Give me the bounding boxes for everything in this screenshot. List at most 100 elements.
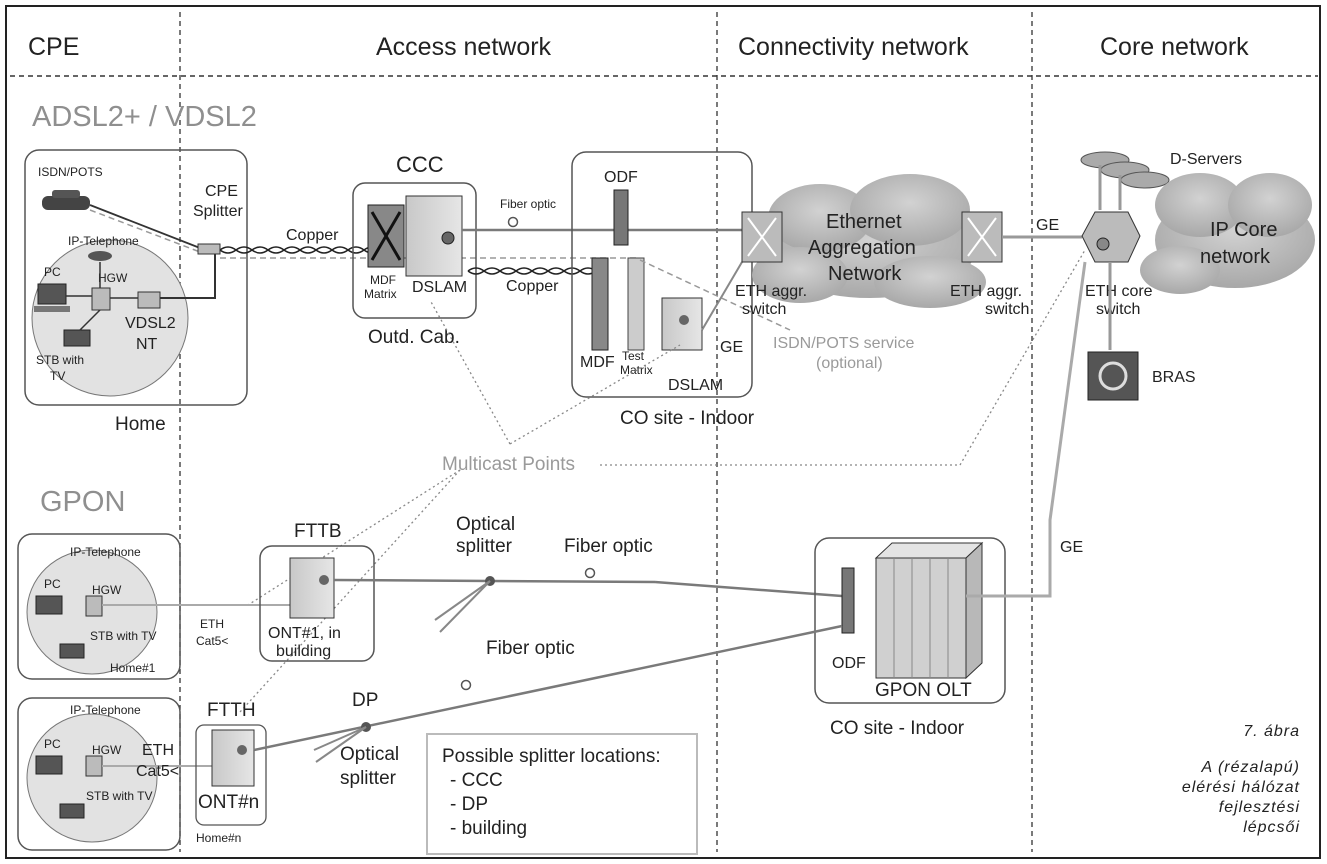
ccc-dslam-label: DSLAM xyxy=(412,279,467,296)
eth-core-label-1: ETH core xyxy=(1085,283,1153,300)
copper-label-2: Copper xyxy=(506,278,559,295)
ftth-box xyxy=(195,724,267,826)
ont1-label-1: ONT#1, in xyxy=(268,625,341,642)
zone-core: Core network xyxy=(1100,33,1249,61)
fttb-title: FTTB xyxy=(294,521,342,542)
copper-line-1 xyxy=(219,246,397,254)
odf-icon xyxy=(613,189,629,246)
stb-label-2: TV xyxy=(50,369,65,383)
gpon-home1-pc: PC xyxy=(44,577,61,591)
splitter-box-l1: - CCC xyxy=(450,770,503,791)
stb-tv-icon xyxy=(63,329,91,347)
ccc-mdf-label: MDF xyxy=(370,273,396,287)
co-dslam-icon xyxy=(661,297,703,351)
gpon-home1-pc-icon xyxy=(35,595,63,615)
splitter-box-l3: - building xyxy=(450,818,527,839)
splitter-locations-box xyxy=(426,733,698,855)
hgw-icon xyxy=(91,287,111,311)
gpon-home-n-hgw-icon xyxy=(85,755,103,777)
ip-phone-icon xyxy=(88,251,112,261)
co-site-label: CO site - Indoor xyxy=(620,408,755,429)
gpon-home-n-pc-icon xyxy=(35,755,63,775)
caption-l5: lépcsői xyxy=(1243,819,1300,836)
sw2-label-2: switch xyxy=(985,301,1029,318)
multicast-lines xyxy=(239,249,1086,713)
multicast-label: Multicast Points xyxy=(442,454,575,475)
vdsl2-label: VDSL2 xyxy=(125,315,176,332)
stb-label-1: STB with xyxy=(36,353,84,367)
ont1-label-2: building xyxy=(276,643,331,660)
sw2-label-1: ETH aggr. xyxy=(950,283,1022,300)
dp-title: DP xyxy=(352,690,378,711)
tech-adsl: ADSL2+ / VDSL2 xyxy=(32,101,257,133)
dp-l2: splitter xyxy=(340,768,397,789)
zone-connectivity: Connectivity network xyxy=(738,33,969,61)
co-dslam-label: DSLAM xyxy=(668,377,723,394)
eth-aggr-switch-1-icon xyxy=(741,211,783,263)
gpon-home-n-tv-icon xyxy=(59,803,85,819)
zone-access: Access network xyxy=(376,33,552,61)
pc-icon xyxy=(34,283,70,312)
gpon-home1-tv-icon xyxy=(59,643,85,659)
optical-splitter-1-l2: splitter xyxy=(456,536,513,557)
eth-aggr-switch-2-icon xyxy=(961,211,1003,263)
gpon-home1-eth: ETH xyxy=(200,617,224,631)
gpon-home1-hgw-icon xyxy=(85,595,103,617)
isdn-service-label-2: (optional) xyxy=(816,355,883,372)
eth-core-switch-icon xyxy=(1081,211,1141,263)
adsl-home-ellipse xyxy=(31,239,189,397)
outer-frame xyxy=(5,5,1321,859)
test-matrix-icon xyxy=(627,257,645,351)
ge-label-2: GE xyxy=(1036,217,1059,234)
gpon-home1-ip-tel: IP-Telephone xyxy=(70,545,141,559)
olt-odf-icon xyxy=(841,567,855,634)
gpon-olt-icon xyxy=(874,541,984,680)
pc-label: PC xyxy=(44,265,61,279)
fiber-optic-label-2: Fiber optic xyxy=(486,638,575,659)
gpon-home-n-pc: PC xyxy=(44,737,61,751)
nt-label: NT xyxy=(136,336,158,353)
tech-gpon: GPON xyxy=(40,486,125,518)
splitter-box-l2: - DP xyxy=(450,794,488,815)
adsl-home-box xyxy=(24,149,248,406)
co-mdf-label: MDF xyxy=(580,354,615,371)
ge-label-1: GE xyxy=(720,339,743,356)
gpon-co-label: CO site - Indoor xyxy=(830,718,965,739)
co-site-box xyxy=(571,151,753,398)
ccc-dslam-icon xyxy=(405,195,463,277)
gpon-olt-box xyxy=(814,537,1006,704)
ftth-title: FTTH xyxy=(207,700,256,721)
isdn-service-line xyxy=(639,259,791,331)
isdn-label: ISDN/POTS xyxy=(38,165,103,179)
gpon-olt-label: GPON OLT xyxy=(875,680,972,701)
isdn-service-label-1: ISDN/POTS service xyxy=(773,335,914,352)
sw1-label-1: ETH aggr. xyxy=(735,283,807,300)
sw1-label-2: switch xyxy=(742,301,786,318)
ip-core-text-1: IP Core xyxy=(1210,219,1277,241)
ccc-box xyxy=(352,182,477,319)
home-label: Home xyxy=(115,414,166,435)
splitter-box-title: Possible splitter locations: xyxy=(442,746,661,767)
gpon-home1-hgw: HGW xyxy=(92,583,122,597)
dp-l1: Optical xyxy=(340,744,399,765)
gpon-home1-cat: Cat5< xyxy=(196,634,228,648)
ip-core-cloud xyxy=(1140,173,1315,294)
ontn-label: ONT#n xyxy=(198,792,259,813)
cpe-splitter-label-1: CPE xyxy=(205,183,238,200)
fiber-small-label: Fiber optic xyxy=(500,197,556,211)
copper-label-1: Copper xyxy=(286,227,339,244)
d-servers-icon xyxy=(1080,151,1170,189)
ip-core-text-2: network xyxy=(1200,246,1271,268)
gpon-home1-stb: STB with TV xyxy=(90,629,156,643)
copper-line-2 xyxy=(467,267,597,275)
d-servers-label: D-Servers xyxy=(1170,151,1242,168)
olt-odf-label: ODF xyxy=(832,655,866,672)
odf-label: ODF xyxy=(604,169,638,186)
caption-l1: 7. ábra xyxy=(1243,723,1300,740)
phone-icon xyxy=(42,190,90,210)
cloud-text-3: Network xyxy=(828,263,902,285)
ip-telephone-label: IP-Telephone xyxy=(68,234,139,248)
ge-dslam-switch xyxy=(701,261,743,331)
test-label: Test xyxy=(622,349,645,363)
